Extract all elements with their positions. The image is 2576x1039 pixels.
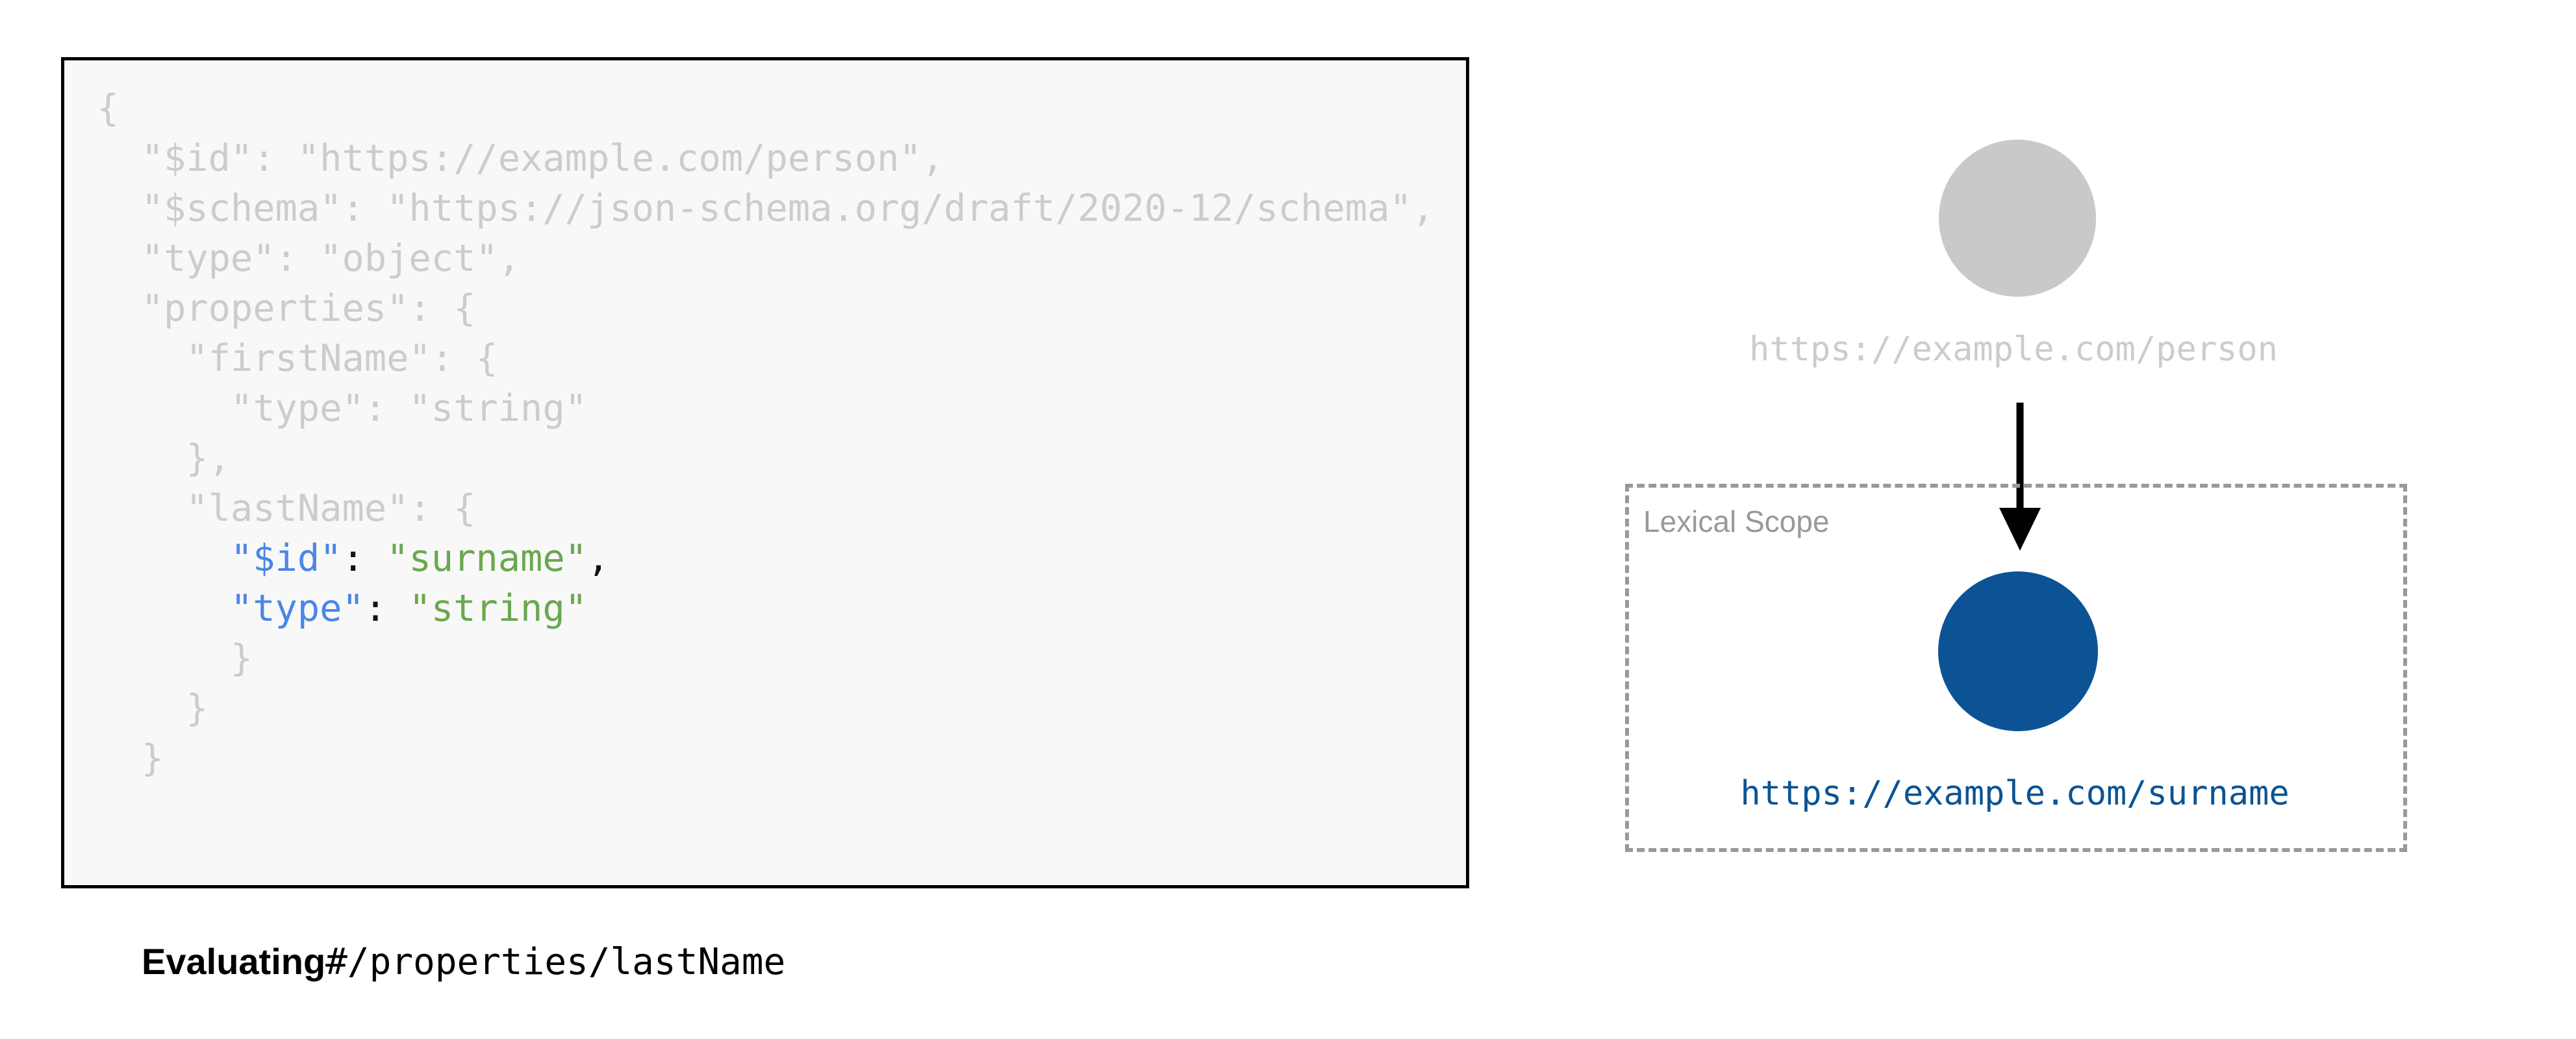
code-token-value: "surname": [386, 537, 587, 580]
code-line: {: [97, 87, 120, 130]
json-schema-code-block: { "$id": "https://example.com/person", "…: [61, 57, 1469, 888]
inner-node-label: https://example.com/surname: [1740, 774, 2290, 813]
code-line: },: [97, 437, 231, 480]
outer-node-label: https://example.com/person: [1749, 330, 2278, 369]
outer-node-circle-icon: [1939, 140, 2096, 297]
code-token-key: "type": [230, 587, 364, 630]
code-line: "properties": {: [97, 287, 476, 330]
left-panel-schema-source: { "$id": "https://example.com/person", "…: [61, 57, 1469, 983]
code-listing: { "$id": "https://example.com/person", "…: [97, 84, 1434, 784]
code-line: "type": "string": [97, 387, 587, 430]
lexical-scope-boundary: [1625, 484, 2407, 852]
arrow-down-icon: [1999, 403, 2041, 551]
code-line: "$schema": "https://json-schema.org/draf…: [97, 187, 1435, 230]
code-line: "type": "string": [230, 587, 587, 630]
inner-node-circle-icon: [1938, 571, 2098, 731]
code-line: "$id": "surname",: [230, 537, 610, 580]
code-line: }: [97, 737, 164, 780]
code-line: "firstName": {: [97, 337, 498, 380]
code-token-key: "$id": [230, 537, 342, 580]
left-caption-bold: Evaluating: [142, 941, 326, 982]
left-caption-pointer: #/properties/lastName: [325, 941, 786, 983]
left-caption: Evaluating#/properties/lastName: [142, 940, 785, 983]
lexical-scope-box-label: Lexical Scope: [1643, 505, 1830, 538]
code-line: "$id": "https://example.com/person",: [97, 137, 944, 180]
code-line: }: [97, 637, 253, 680]
code-line: "lastName": {: [97, 487, 476, 530]
code-line: }: [97, 687, 208, 730]
right-panel-lexical-scope-diagram: https://example.com/person Lexical Scope…: [1559, 0, 2576, 1039]
code-token-value: "string": [409, 587, 587, 630]
code-line: "type": "object",: [97, 237, 521, 280]
